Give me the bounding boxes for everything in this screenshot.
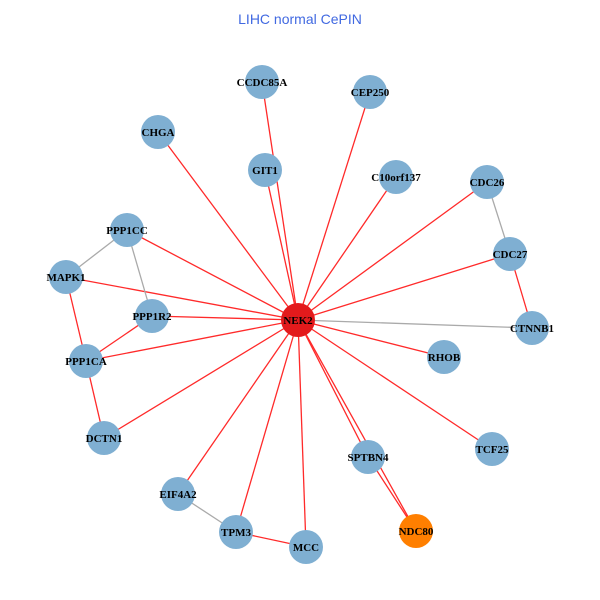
node-circle [49, 260, 83, 294]
node-label: RHOB [428, 352, 461, 364]
node-label: CTNNB1 [510, 323, 554, 335]
edge-nek2-cdc26 [297, 181, 488, 321]
edge-nek2-cep250 [297, 91, 371, 321]
node-label: MAPK1 [46, 272, 85, 284]
node-label: SPTBN4 [348, 452, 389, 464]
node-label: C10orf137 [371, 172, 421, 184]
node-ccdc85a: CCDC85A [237, 65, 288, 99]
node-nek2: NEK2 [281, 303, 315, 337]
node-circle [427, 340, 461, 374]
edge-nek2-eif4a2 [177, 319, 299, 495]
node-cep250: CEP250 [351, 75, 390, 109]
node-tpm3: TPM3 [219, 515, 253, 549]
edge-nek2-tcf25 [297, 319, 493, 450]
edge-nek2-dctn1 [103, 319, 299, 439]
node-label: TCF25 [476, 444, 510, 456]
edge-nek2-ppp1cc [126, 229, 299, 321]
node-c10orf137: C10orf137 [371, 160, 421, 194]
node-ctnnb1: CTNNB1 [510, 311, 554, 345]
node-circle [69, 344, 103, 378]
edge-nek2-chga [157, 131, 299, 321]
node-circle [110, 213, 144, 247]
edge-nek2-c10orf137 [297, 176, 397, 321]
edge-nek2-ctnnb1 [297, 319, 533, 329]
node-eif4a2: EIF4A2 [159, 477, 197, 511]
node-cdc26: CDC26 [470, 165, 505, 199]
edge-nek2-git1 [264, 169, 299, 321]
node-sptbn4: SPTBN4 [348, 440, 389, 474]
edge-nek2-ndc80 [297, 319, 417, 532]
node-circle [248, 153, 282, 187]
node-cdc27: CDC27 [493, 237, 528, 271]
node-label: NDC80 [399, 526, 434, 538]
figure-title: LIHC normal CePIN [238, 11, 362, 27]
edge-nek2-ccdc85a [261, 81, 299, 321]
edge-nek2-tpm3 [235, 319, 299, 533]
node-mcc: MCC [289, 530, 323, 564]
edge-nek2-mapk1 [65, 276, 299, 321]
node-circle [475, 432, 509, 466]
node-ppp1cc: PPP1CC [106, 213, 148, 247]
node-ppp1r2: PPP1R2 [132, 299, 172, 333]
edge-nek2-mcc [297, 319, 307, 548]
node-label: DCTN1 [86, 433, 123, 445]
node-ndc80: NDC80 [399, 514, 434, 548]
node-circle [141, 115, 175, 149]
node-label: CDC26 [470, 177, 505, 189]
node-ppp1ca: PPP1CA [65, 344, 107, 378]
node-circle [351, 440, 385, 474]
edge-nek2-cdc27 [297, 253, 511, 321]
node-circle [289, 530, 323, 564]
node-circle [245, 65, 279, 99]
node-mapk1: MAPK1 [46, 260, 86, 294]
node-circle [399, 514, 433, 548]
node-label: CHGA [142, 127, 175, 139]
node-circle [135, 299, 169, 333]
node-git1: GIT1 [248, 153, 282, 187]
node-label: PPP1CA [65, 356, 107, 368]
node-circle [87, 421, 121, 455]
node-rhob: RHOB [427, 340, 461, 374]
node-circle [281, 303, 315, 337]
edge-nek2-ppp1ca [85, 319, 299, 362]
node-label: CEP250 [351, 87, 390, 99]
node-circle [379, 160, 413, 194]
edge-nek2-sptbn4 [297, 319, 369, 458]
edge-nek2-rhob [297, 319, 445, 358]
node-label: CDC27 [493, 249, 528, 261]
node-circle [161, 477, 195, 511]
node-label: NEK2 [283, 315, 313, 327]
node-dctn1: DCTN1 [86, 421, 123, 455]
node-label: EIF4A2 [159, 489, 197, 501]
node-label: PPP1CC [106, 225, 148, 237]
edge-nek2-ppp1r2 [151, 315, 299, 321]
node-circle [515, 311, 549, 345]
node-label: MCC [293, 542, 319, 554]
node-circle [470, 165, 504, 199]
node-chga: CHGA [141, 115, 175, 149]
node-label: CCDC85A [237, 77, 288, 89]
node-circle [353, 75, 387, 109]
node-circle [493, 237, 527, 271]
node-tcf25: TCF25 [475, 432, 509, 466]
node-label: GIT1 [252, 165, 278, 177]
node-label: PPP1R2 [132, 311, 172, 323]
node-circle [219, 515, 253, 549]
node-label: TPM3 [221, 527, 251, 539]
